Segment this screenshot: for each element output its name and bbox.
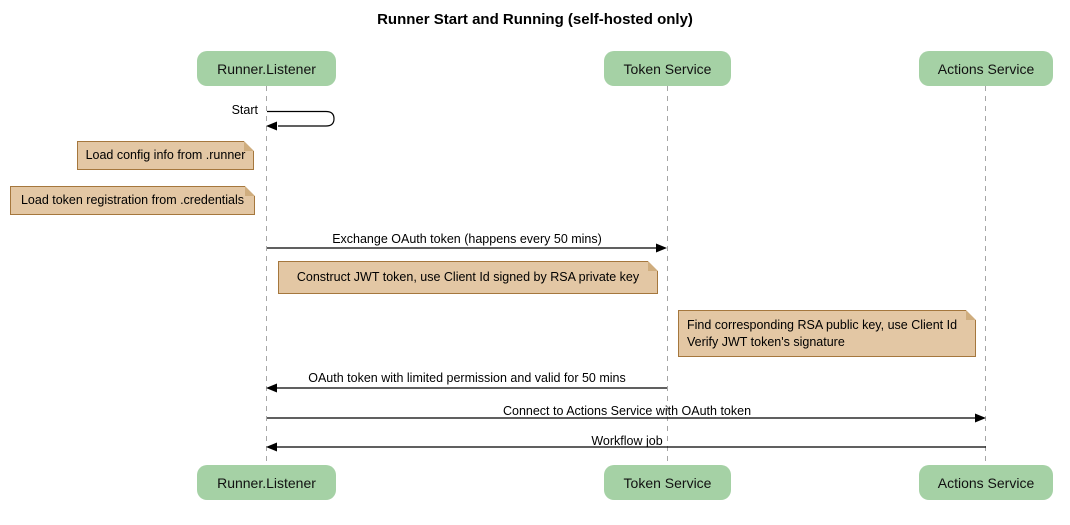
message-start-label: Start — [231, 103, 258, 117]
participant-label: Token Service — [623, 474, 712, 491]
message-connect-arrowhead — [975, 413, 986, 423]
participant-top-token-service: Token Service — [604, 51, 731, 86]
participant-bottom-actions-service: Actions Service — [919, 465, 1053, 500]
note-construct-jwt: Construct JWT token, use Client Id signe… — [278, 261, 658, 294]
message-workflow-arrowhead — [266, 442, 277, 452]
note-load-token-registration: Load token registration from .credential… — [10, 186, 255, 215]
participant-label: Actions Service — [937, 474, 1035, 491]
participant-label: Actions Service — [937, 60, 1035, 77]
participant-top-runner-listener: Runner.Listener — [197, 51, 336, 86]
participant-top-actions-service: Actions Service — [919, 51, 1053, 86]
message-oauth-return-arrowhead — [266, 383, 277, 393]
note-load-config: Load config info from .runner — [77, 141, 254, 170]
participant-bottom-token-service: Token Service — [604, 465, 731, 500]
message-exchange-oauth-arrowhead — [656, 243, 667, 253]
diagram-title: Runner Start and Running (self-hosted on… — [377, 11, 693, 28]
message-start-arrowhead — [266, 121, 277, 131]
message-oauth-return-label: OAuth token with limited permission and … — [308, 371, 626, 385]
participant-label: Runner.Listener — [217, 60, 316, 77]
note-verify-jwt: Find corresponding RSA public key, use C… — [678, 310, 976, 357]
message-start-self-loop — [267, 110, 335, 127]
participant-bottom-runner-listener: Runner.Listener — [197, 465, 336, 500]
participant-label: Runner.Listener — [217, 474, 316, 491]
message-connect-label: Connect to Actions Service with OAuth to… — [502, 404, 752, 418]
message-workflow-label: Workflow job — [591, 434, 663, 448]
message-exchange-oauth-label: Exchange OAuth token (happens every 50 m… — [332, 232, 602, 246]
participant-label: Token Service — [623, 60, 712, 77]
